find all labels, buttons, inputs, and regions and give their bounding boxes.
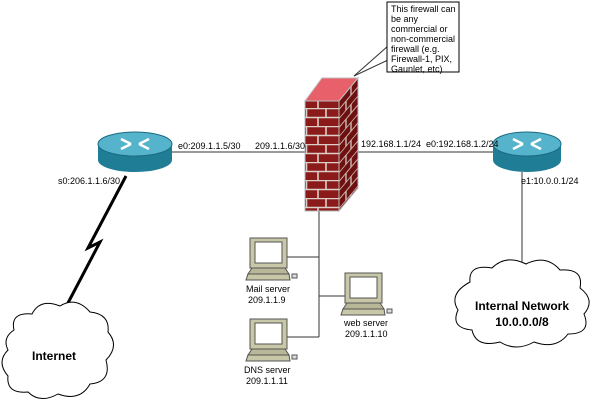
network-links xyxy=(172,45,523,338)
mail-server-ip: 209.1.1.9 xyxy=(248,295,286,305)
right-router-e1-label: e1:10.0.0.1/24 xyxy=(521,176,579,186)
dns-server-name: DNS server xyxy=(244,365,291,375)
callout-pointer xyxy=(353,45,389,77)
router-left-icon xyxy=(97,131,173,172)
internal-network-label: Internal Network xyxy=(475,299,569,313)
firewall-outside-label: 209.1.1.6/30 xyxy=(255,141,305,151)
callout-line: commercial or xyxy=(391,24,448,34)
web-server-ip: 209.1.1.10 xyxy=(345,329,388,339)
dns-server-computer-icon xyxy=(245,318,298,362)
left-router-e0-label: e0:209.1.1.5/30 xyxy=(178,141,241,151)
internal-network-subnet: 10.0.0.0/8 xyxy=(495,315,549,329)
router-right-icon xyxy=(492,131,562,172)
firewall-icon xyxy=(304,76,360,213)
callout-line: be any xyxy=(391,14,419,24)
left-router-s0-label: s0:206.1.1.6/30 xyxy=(58,176,120,186)
internet-cloud-icon xyxy=(1,301,114,399)
firewall-inside-label: 192.168.1.1/24 xyxy=(361,139,421,149)
callout-box xyxy=(386,1,460,73)
callout-pointer xyxy=(353,59,389,77)
web-server-computer-icon xyxy=(340,272,393,316)
callout-line: non-commercial xyxy=(391,34,455,44)
internet-cloud-label: Internet xyxy=(32,349,76,363)
dns-server-ip: 209.1.1.11 xyxy=(246,376,288,386)
callout-text: This firewall can be any commercial or n… xyxy=(391,4,456,74)
serial-link-lightning-icon xyxy=(56,175,128,323)
mail-server-name: Mail server xyxy=(246,284,290,294)
callout-line: Firewall-1, PIX, xyxy=(391,54,452,64)
web-server-name: web server xyxy=(343,318,388,328)
callout-line: This firewall can xyxy=(391,4,456,14)
internal-network-cloud-icon xyxy=(454,259,590,348)
right-router-e0-label: e0:192.168.1.2/24 xyxy=(426,139,499,149)
callout-line: firewall (e.g. xyxy=(391,44,440,54)
mail-server-computer-icon xyxy=(245,237,298,281)
callout-line: Gaunlet, etc) xyxy=(391,64,443,74)
